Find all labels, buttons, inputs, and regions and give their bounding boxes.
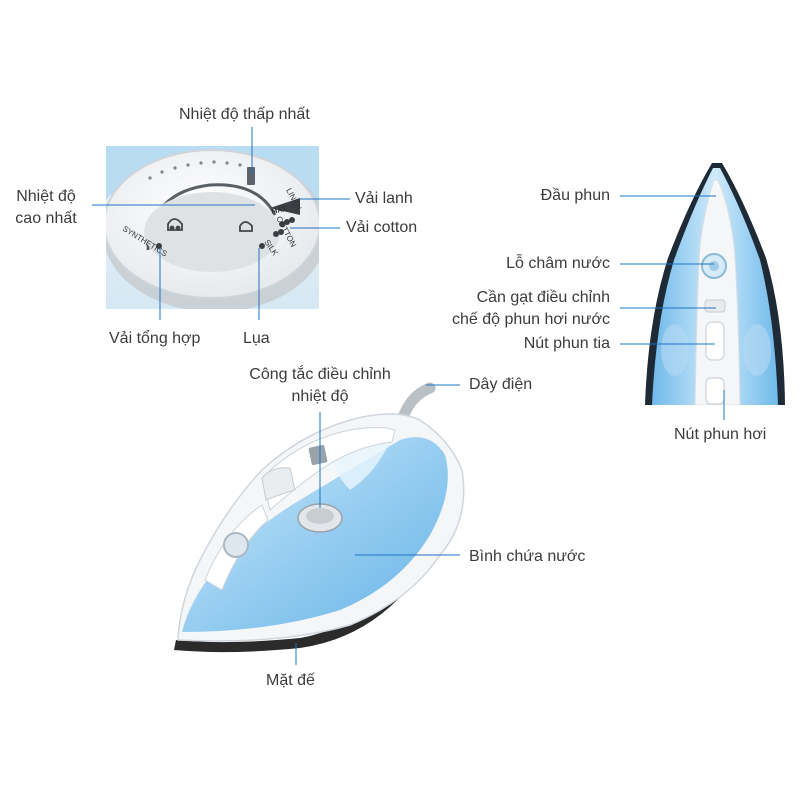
label-spray-button: Nút phun tia bbox=[523, 335, 610, 352]
label-lowest-temp: Nhiệt độ thấp nhất bbox=[179, 106, 310, 123]
label-steam-lever-line1: Cần gạt điều chỉnh bbox=[476, 289, 610, 306]
top-steam-button bbox=[705, 377, 725, 405]
label-steam-button: Nút phun hơi bbox=[674, 426, 767, 443]
label-spray-nozzle: Đầu phun bbox=[540, 187, 610, 204]
label-highest-temp-line1: Nhiệt độ bbox=[16, 188, 76, 205]
label-temp-switch-line1: Công tắc điều chỉnh bbox=[249, 366, 391, 383]
label-highest-temp-line2: cao nhất bbox=[15, 210, 77, 227]
label-power-cord: Dây điện bbox=[469, 376, 533, 393]
dial-center bbox=[144, 192, 280, 272]
label-synthetic: Vải tổng hợp bbox=[109, 330, 201, 347]
min-marker bbox=[247, 167, 255, 185]
setting-dots bbox=[156, 217, 295, 249]
label-linen: Vải lanh bbox=[355, 190, 413, 207]
dial-dot-scale bbox=[148, 160, 242, 180]
dial-mark-max: MAX bbox=[271, 206, 288, 216]
label-water-tank: Bình chứa nước bbox=[469, 548, 586, 565]
label-temp-switch: Công tắc điều chỉnh nhiệt độ bbox=[230, 364, 410, 408]
label-soleplate: Mặt đế bbox=[266, 672, 315, 689]
main-iron-photo bbox=[174, 382, 465, 653]
cotton-symbol bbox=[239, 221, 253, 232]
leader-lines bbox=[92, 127, 725, 665]
label-silk: Lụa bbox=[243, 330, 270, 347]
label-water-inlet: Lỗ châm nước bbox=[506, 255, 610, 272]
max-wedge bbox=[270, 198, 300, 215]
label-steam-lever-line2: chế độ phun hơi nước bbox=[451, 311, 610, 328]
label-cotton: Vải cotton bbox=[346, 219, 418, 236]
label-highest-temp: Nhiệt độ cao nhất bbox=[6, 186, 86, 230]
top-spray-button bbox=[705, 321, 725, 361]
water-tank-shape bbox=[182, 437, 448, 632]
label-steam-lever: Cần gạt điều chỉnh chế độ phun hơi nước bbox=[420, 287, 610, 331]
iron-handle bbox=[261, 427, 396, 511]
linen-symbol bbox=[167, 218, 183, 231]
top-steam-lever bbox=[704, 299, 726, 313]
water-inlet-shape bbox=[223, 532, 249, 558]
dial-inset-photo: MAX LINEN COTTON SILK SYNTHETICS bbox=[106, 146, 319, 309]
label-temp-switch-line2: nhiệt độ bbox=[291, 388, 349, 405]
top-view-photo bbox=[640, 160, 785, 405]
